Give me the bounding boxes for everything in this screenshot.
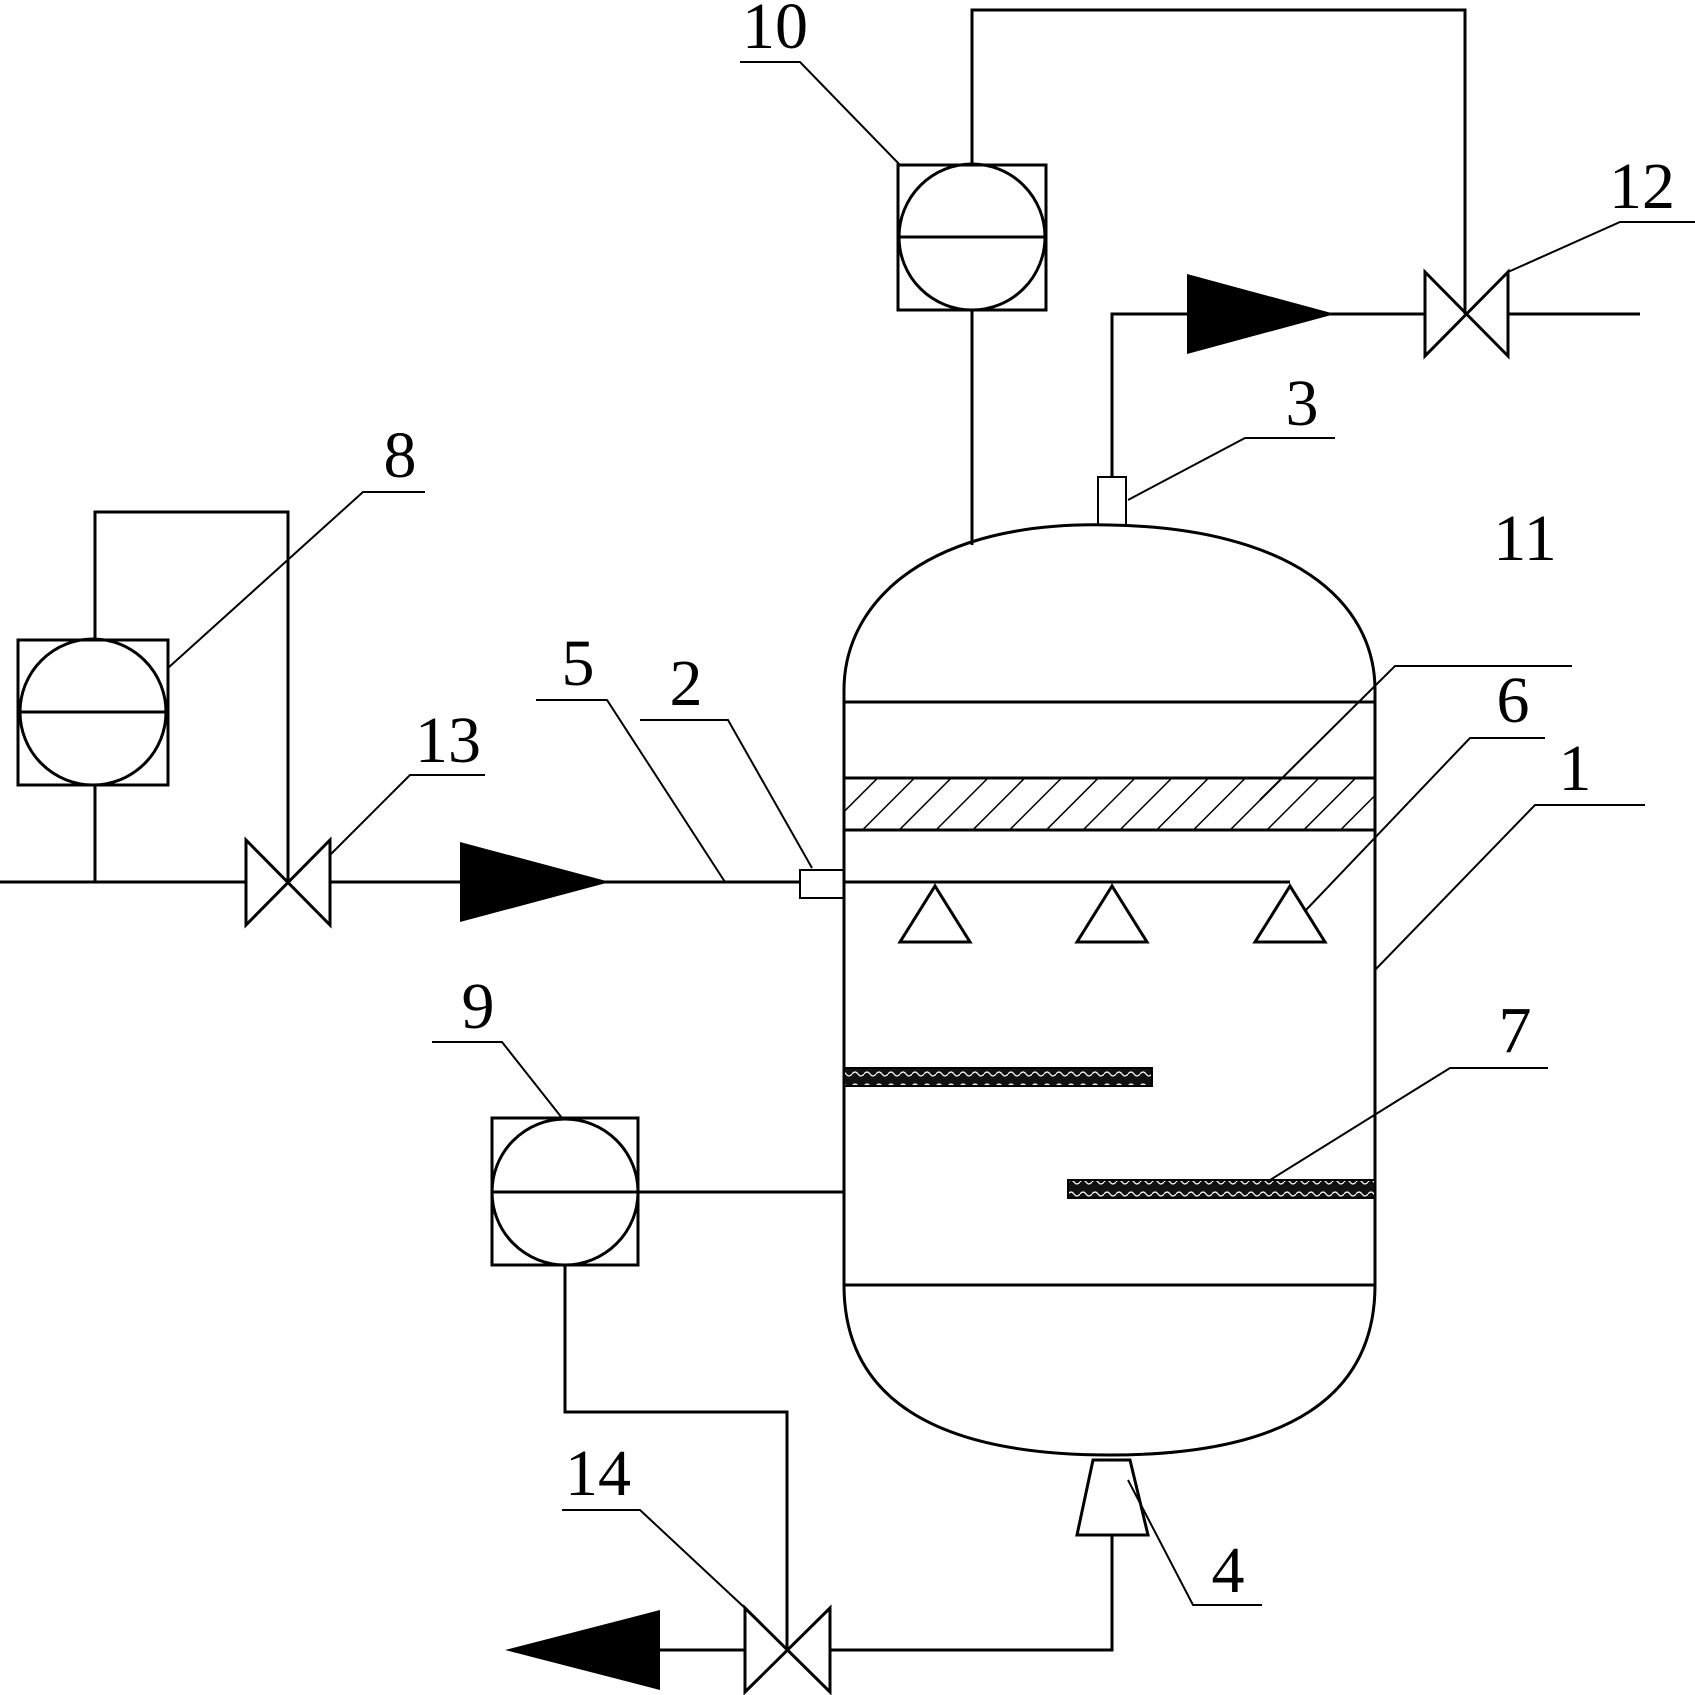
- leader-7: [1269, 1067, 1548, 1181]
- instrument-bottom-signal: [563, 1265, 789, 1650]
- outlet-line: [896, 8, 1640, 545]
- label-11: 11: [1493, 502, 1557, 575]
- leader-2: [640, 719, 813, 869]
- instrument-inlet-signal: [93, 510, 290, 882]
- leader-5: [536, 699, 726, 883]
- label-10: 10: [742, 0, 808, 63]
- leader-lines: [167, 61, 1695, 1609]
- instrument-top-signal: [970, 8, 1467, 314]
- leader-4: [1127, 1479, 1262, 1606]
- inlet-line: [0, 510, 1328, 944]
- bottom-flow-arrow-icon: [505, 1610, 660, 1690]
- label-9: 9: [462, 970, 495, 1043]
- leader-10: [740, 61, 901, 166]
- leader-8: [167, 491, 425, 669]
- packing-layer: [842, 776, 1377, 832]
- label-8: 8: [384, 419, 417, 492]
- inlet-port: [799, 869, 845, 899]
- bottom-port: [1075, 1458, 1150, 1537]
- spray-nozzle-icon: [1252, 883, 1328, 944]
- label-2: 2: [670, 647, 703, 720]
- leader-12: [1507, 221, 1695, 273]
- label-4: 4: [1212, 1534, 1245, 1607]
- leader-1: [1374, 804, 1645, 971]
- label-3: 3: [1286, 367, 1319, 440]
- label-6: 6: [1497, 664, 1530, 737]
- label-7: 7: [1499, 994, 1532, 1067]
- valve-inlet-icon: [244, 836, 332, 929]
- vessel-shell: [842, 523, 1377, 1457]
- label-5: 5: [562, 627, 595, 700]
- inlet-flow-arrow-icon: [460, 842, 610, 922]
- leader-11: [1259, 665, 1572, 801]
- bottom-pipe: [830, 1535, 1114, 1652]
- leader-3: [1127, 437, 1335, 501]
- baffle-lower: [1067, 1179, 1376, 1199]
- spray-nozzle-icon: [1074, 883, 1150, 944]
- valve-bottom-icon: [743, 1604, 832, 1695]
- outlet-port: [1097, 476, 1127, 526]
- leader-9: [432, 1041, 563, 1119]
- baffle-upper: [843, 1067, 1153, 1087]
- vessel: [842, 523, 1377, 1457]
- label-14: 14: [565, 1437, 631, 1510]
- leader-13: [329, 774, 485, 856]
- outlet-pipe: [1110, 312, 1425, 477]
- spray-nozzle-icon: [897, 883, 973, 944]
- outlet-flow-arrow-icon: [1187, 274, 1335, 354]
- bottom-line: [490, 1116, 1150, 1695]
- label-12: 12: [1609, 150, 1675, 223]
- leader-14: [562, 1509, 746, 1609]
- label-1: 1: [1559, 732, 1592, 805]
- callout-labels: 1 2 3 4 5 6 7 8 9 10 11 12 13 14: [384, 0, 1676, 1607]
- leader-6: [1305, 737, 1545, 911]
- label-13: 13: [415, 704, 481, 777]
